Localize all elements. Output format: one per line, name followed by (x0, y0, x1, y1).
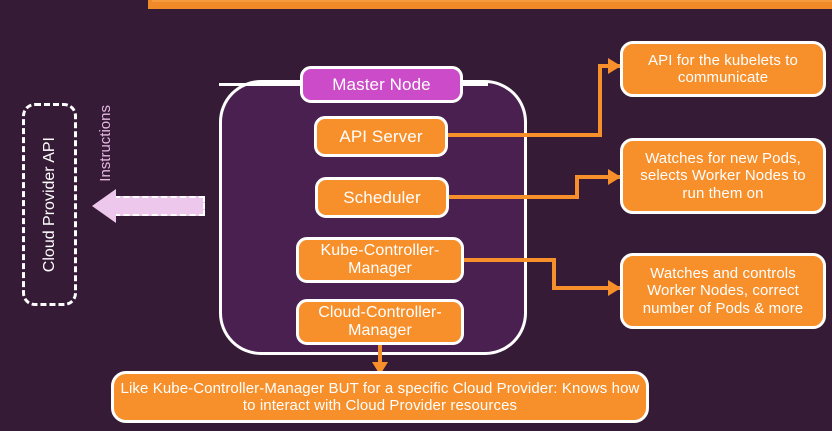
instructions-arrow-shaft (114, 196, 205, 216)
instructions-arrow-head (92, 189, 116, 223)
connector-scheduler-v (575, 175, 579, 199)
connector-scheduler-h1 (447, 195, 579, 199)
connector-api-server-arrowhead (608, 58, 621, 74)
connector-scheduler-h2 (575, 175, 620, 179)
connector-kube-v (552, 258, 556, 290)
master-node-stub-left (219, 83, 303, 86)
master-node-title-text: Master Node (332, 74, 431, 94)
connector-scheduler-arrowhead (608, 169, 621, 185)
api-server-label: API Server (339, 126, 423, 146)
callout-cloud-controller-manager-text: Like Kube-Controller-Manager BUT for a s… (120, 379, 640, 414)
cloud-provider-api-label: Cloud Provider API (22, 103, 77, 306)
cloud-controller-manager-label: Cloud-Controller-Manager (318, 303, 442, 339)
connector-kube-h2 (552, 286, 620, 290)
connector-kube-h1 (462, 258, 556, 262)
scheduler-box[interactable]: Scheduler (315, 177, 449, 218)
connector-kube-arrowhead (608, 280, 621, 296)
master-node-title-box[interactable]: Master Node (300, 66, 463, 103)
connector-api-server-v (598, 64, 602, 137)
kube-controller-manager-box[interactable]: Kube-Controller-Manager (296, 237, 464, 283)
callout-scheduler[interactable]: Watches for new Pods, selects Worker Nod… (620, 138, 826, 214)
connector-api-server-h1 (446, 133, 602, 137)
instructions-text: Instructions (96, 104, 114, 182)
cloud-provider-api-text: Cloud Provider API (40, 136, 58, 273)
api-server-box[interactable]: API Server (314, 116, 448, 157)
connector-cloud-v (378, 344, 382, 368)
master-node-stub-right (460, 83, 488, 86)
callout-kube-controller-manager[interactable]: Watches and controls Worker Nodes, corre… (620, 253, 826, 329)
callout-api-server[interactable]: API for the kubelets to communicate (620, 41, 826, 97)
cloud-controller-manager-box[interactable]: Cloud-Controller-Manager (296, 299, 464, 345)
scheduler-label: Scheduler (343, 187, 421, 207)
callout-cloud-controller-manager[interactable]: Like Kube-Controller-Manager BUT for a s… (111, 371, 649, 423)
kube-controller-manager-label: Kube-Controller-Manager (320, 241, 440, 277)
top-accent-bar-highlight (152, 0, 832, 2)
cloud-provider-api-box (22, 103, 77, 306)
callout-api-server-text: API for the kubelets to communicate (648, 51, 798, 86)
top-accent-bar (148, 0, 832, 9)
callout-kube-controller-manager-text: Watches and controls Worker Nodes, corre… (642, 265, 804, 317)
instructions-label: Instructions (92, 88, 118, 198)
callout-scheduler-text: Watches for new Pods, selects Worker Nod… (640, 150, 806, 202)
